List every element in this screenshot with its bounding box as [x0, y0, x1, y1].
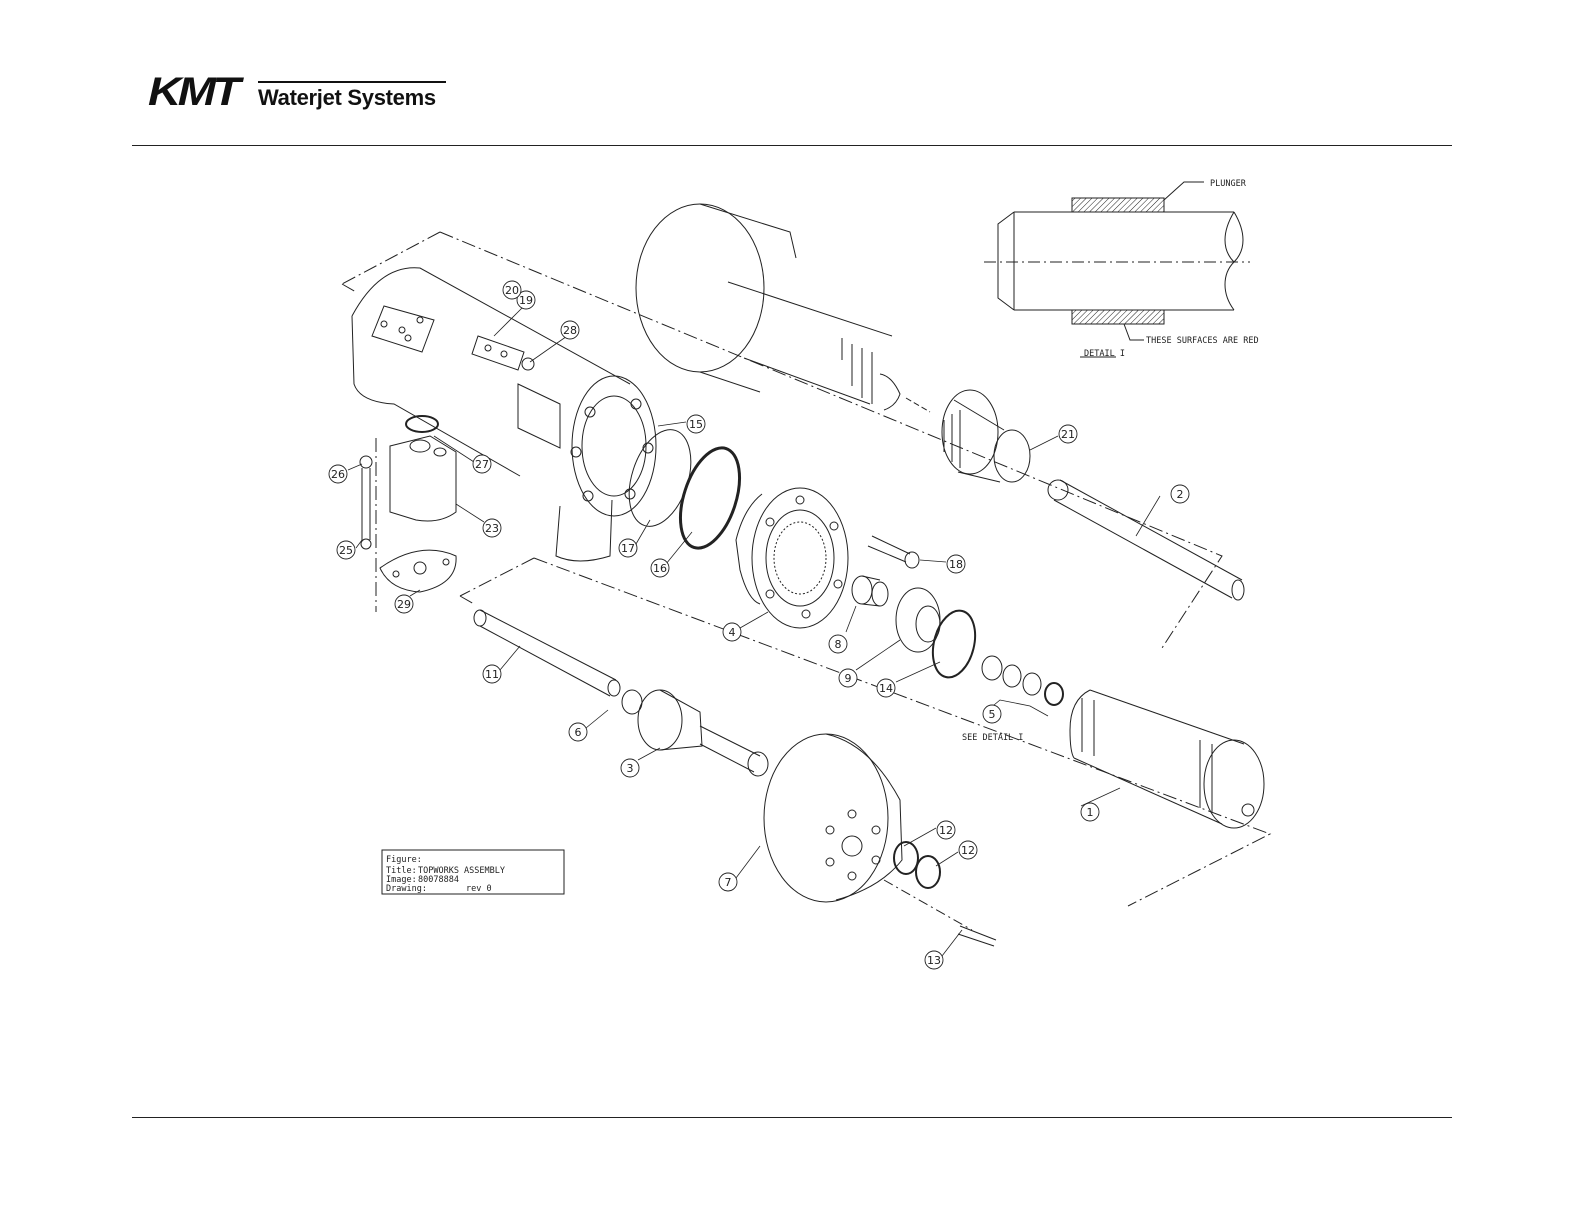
part-14-o-ring — [926, 606, 981, 682]
svg-text:1: 1 — [1087, 806, 1094, 819]
callout-26: 26 — [329, 465, 347, 483]
title-block-figure-label: Figure: — [386, 855, 422, 865]
upper-assembly-envelope — [342, 232, 1222, 648]
svg-text:12: 12 — [939, 824, 953, 837]
svg-text:15: 15 — [689, 418, 703, 431]
callout-15: 15 — [687, 415, 705, 433]
svg-text:28: 28 — [563, 324, 577, 337]
svg-text:13: 13 — [927, 954, 941, 967]
callout-4: 4 — [723, 623, 741, 641]
part-8-poppet — [852, 576, 888, 606]
svg-text:23: 23 — [485, 522, 499, 535]
plunger-label: PLUNGER — [1210, 179, 1247, 189]
svg-text:19: 19 — [519, 294, 533, 307]
svg-text:21: 21 — [1061, 428, 1075, 441]
part-2-plunger-rod — [1048, 480, 1244, 600]
svg-text:20: 20 — [505, 284, 519, 297]
callout-8: 8 — [829, 635, 847, 653]
svg-text:27: 27 — [475, 458, 489, 471]
part-29-gasket — [380, 550, 456, 592]
callout-1: 1 — [1081, 803, 1099, 821]
svg-text:11: 11 — [485, 668, 499, 681]
svg-text:9: 9 — [845, 672, 852, 685]
part-27-o-ring — [406, 416, 438, 432]
svg-text:12: 12 — [961, 844, 975, 857]
callout-27: 27 — [473, 455, 491, 473]
part-12-o-ring-a — [894, 842, 918, 874]
callout-28: 28 — [561, 321, 579, 339]
svg-text:17: 17 — [621, 542, 635, 555]
part-21-seal-assembly — [942, 390, 1030, 482]
surfaces-note: THESE SURFACES ARE RED — [1146, 336, 1259, 346]
part-4-end-cap — [736, 488, 848, 628]
detail-title: DETAIL I — [1084, 349, 1125, 359]
title-block-rev: rev 0 — [466, 884, 492, 894]
detail-i-view — [984, 182, 1250, 357]
svg-text:25: 25 — [339, 544, 353, 557]
part-3-check-valve — [638, 690, 768, 776]
callout-25: 25 — [337, 541, 355, 559]
svg-text:18: 18 — [949, 558, 963, 571]
part-body-housing — [352, 268, 656, 561]
svg-text:2: 2 — [1177, 488, 1184, 501]
svg-text:7: 7 — [725, 876, 732, 889]
callout-13: 13 — [925, 951, 943, 969]
callout-5: 5 — [983, 705, 1001, 723]
callout-2: 2 — [1171, 485, 1189, 503]
part-26-25-bolt — [360, 456, 372, 549]
callout-12-b: 12 — [959, 841, 977, 859]
callout-29: 29 — [395, 595, 413, 613]
part-7-end-cap — [764, 734, 902, 902]
part-18-screw — [868, 536, 919, 568]
svg-text:8: 8 — [835, 638, 842, 651]
callout-17: 17 — [619, 539, 637, 557]
title-block-drawing-label: Drawing: — [386, 884, 427, 894]
callout-7: 7 — [719, 873, 737, 891]
part-16-o-ring — [669, 441, 751, 556]
callout-9: 9 — [839, 669, 857, 687]
svg-text:3: 3 — [627, 762, 634, 775]
part-5-seal-set — [982, 656, 1063, 705]
lower-assembly-envelope — [376, 438, 1270, 906]
callout-3: 3 — [621, 759, 639, 777]
see-detail-note: SEE DETAIL I — [962, 733, 1023, 743]
part-13-screw — [884, 880, 996, 946]
callout-14: 14 — [877, 679, 895, 697]
svg-text:6: 6 — [575, 726, 582, 739]
part-11-rod — [474, 610, 620, 696]
svg-text:4: 4 — [729, 626, 736, 639]
svg-text:26: 26 — [331, 468, 345, 481]
svg-text:5: 5 — [989, 708, 996, 721]
callout-16: 16 — [651, 559, 669, 577]
svg-text:16: 16 — [653, 562, 667, 575]
svg-text:29: 29 — [397, 598, 411, 611]
part-23-valve-body — [390, 436, 456, 521]
callout-leaders — [348, 306, 1160, 956]
svg-text:14: 14 — [879, 682, 893, 695]
part-12-o-ring-b — [916, 856, 940, 888]
callout-6: 6 — [569, 723, 587, 741]
callout-12-a: 12 — [937, 821, 955, 839]
callout-18: 18 — [947, 555, 965, 573]
callout-21: 21 — [1059, 425, 1077, 443]
callout-23: 23 — [483, 519, 501, 537]
part-cylinder — [636, 204, 930, 412]
callout-20: 20 — [503, 281, 521, 299]
part-1-cylinder — [1070, 690, 1264, 828]
callout-11: 11 — [483, 665, 501, 683]
